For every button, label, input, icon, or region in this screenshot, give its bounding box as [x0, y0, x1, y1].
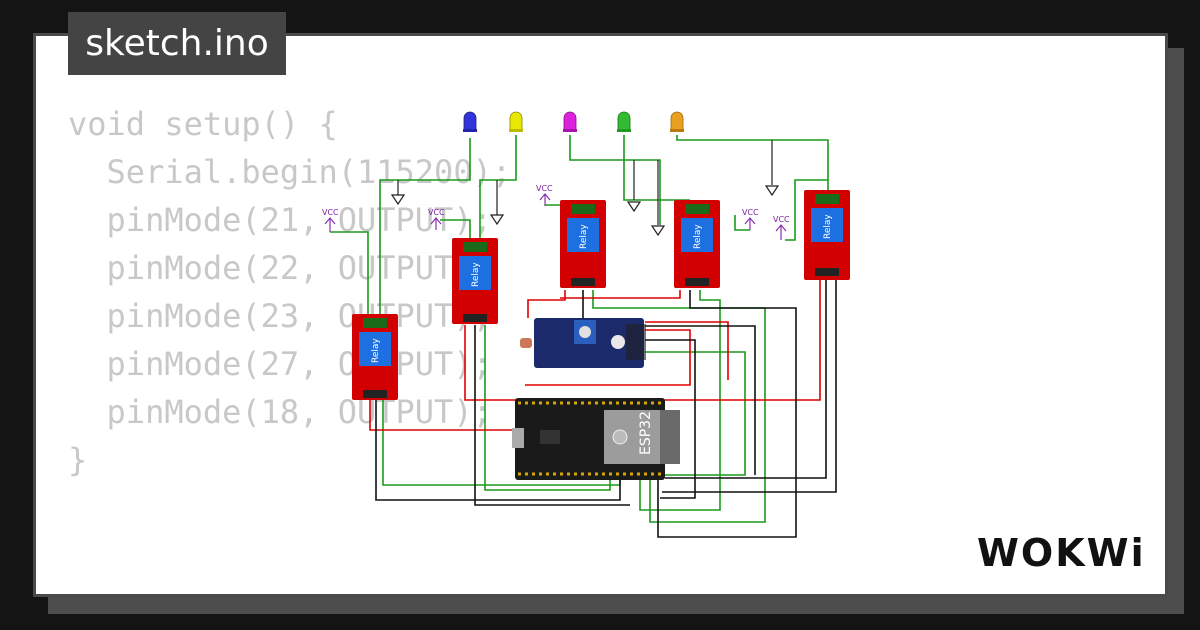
relay-module[interactable]: Relay [674, 200, 720, 288]
code-line: void setup() { [68, 105, 338, 143]
black-wires [375, 280, 837, 538]
board-label: ESP32 [638, 411, 654, 455]
wokwi-logo: WOKWi [977, 531, 1146, 575]
brand-text: WOKWi [977, 531, 1146, 575]
led-green[interactable] [617, 111, 631, 132]
led-yellow[interactable] [509, 111, 523, 132]
vcc-label: VCC [322, 208, 339, 217]
preview-card [33, 33, 1168, 597]
code-line: } [68, 441, 88, 479]
relay-label: Relay [823, 214, 833, 239]
relay-label: Relay [693, 224, 703, 249]
relay-label: Relay [371, 338, 381, 363]
vcc-label: VCC [536, 184, 553, 193]
relay-module[interactable]: Relay [804, 190, 850, 280]
sensor-module[interactable] [520, 318, 646, 368]
code-editor: void setup() { Serial.begin(115200); pin… [68, 100, 511, 484]
code-line: Serial.begin(115200); [68, 153, 512, 191]
esp32-board[interactable]: ESP32 [512, 398, 680, 480]
led-magenta[interactable] [563, 111, 577, 132]
relay-label: Relay [471, 262, 481, 287]
relay-label: Relay [579, 224, 589, 249]
relay-module[interactable]: Relay [560, 200, 606, 288]
vcc-label: VCC [773, 215, 790, 224]
led-blue[interactable] [463, 111, 477, 132]
led-orange[interactable] [670, 111, 684, 132]
vcc-label: VCC [742, 208, 759, 217]
file-tab[interactable]: sketch.ino [68, 12, 286, 75]
ground-symbols [390, 140, 780, 237]
vcc-symbols: VCC VCC VCC VCC VCC [322, 184, 790, 224]
vcc-label: VCC [428, 208, 445, 217]
vcc-arrows [324, 193, 787, 240]
relay-module[interactable]: Relay [352, 314, 398, 400]
relay-module[interactable]: Relay [452, 238, 498, 324]
